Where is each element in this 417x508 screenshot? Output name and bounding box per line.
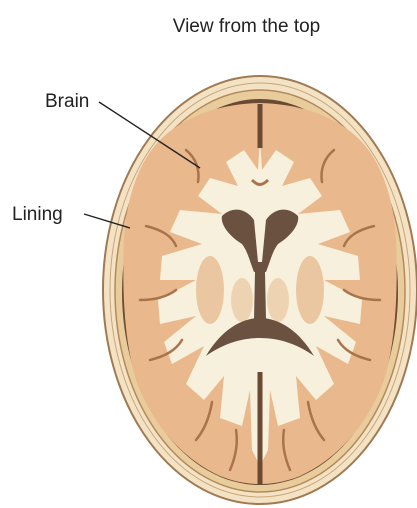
thalamus-right bbox=[267, 278, 289, 322]
brain-label: Brain bbox=[45, 91, 89, 113]
thalamus-left bbox=[231, 278, 253, 322]
deep-nucleus-left bbox=[196, 256, 224, 324]
deep-nucleus-right bbox=[296, 256, 324, 324]
third-ventricle bbox=[254, 272, 266, 320]
lining-label: Lining bbox=[12, 204, 63, 226]
